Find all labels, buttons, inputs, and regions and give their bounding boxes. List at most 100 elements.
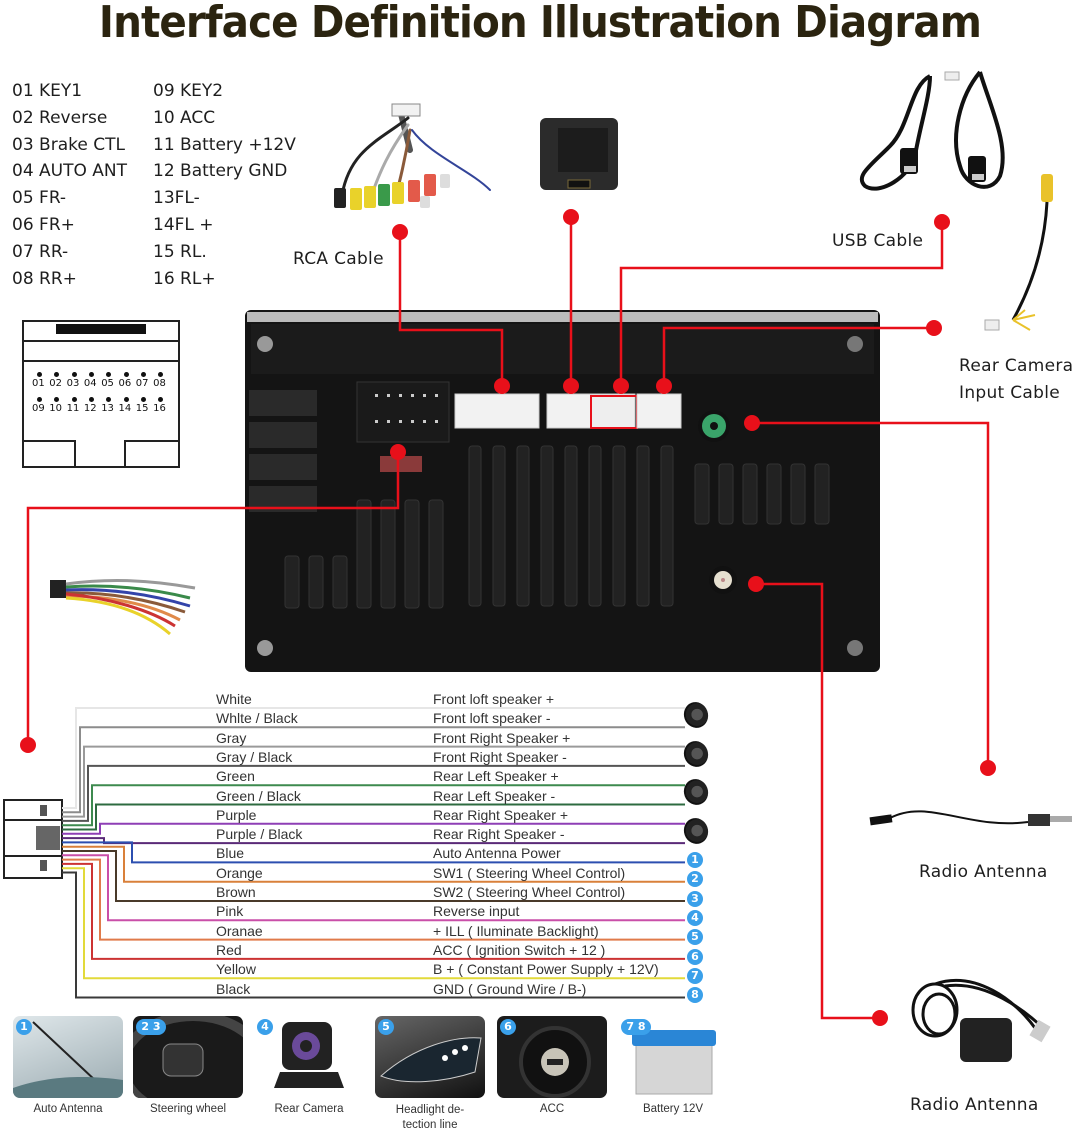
wire-color-name: Purple bbox=[216, 806, 257, 823]
wire-function: Front Right Speaker + bbox=[433, 729, 571, 746]
pin-number: 01 bbox=[32, 378, 45, 389]
pin-list-right: 09 KEY2 10 ACC 11 Battery +12V 12 Batter… bbox=[153, 78, 296, 292]
pin-def: 05 FR- bbox=[12, 188, 67, 209]
wire-function: Rear Left Speaker - bbox=[433, 787, 556, 804]
wire-color-name: Green / Black bbox=[216, 787, 301, 804]
wire-line bbox=[62, 854, 685, 922]
pin-dot bbox=[37, 372, 42, 377]
wire-line bbox=[62, 862, 685, 960]
wire-number-badge: 3 bbox=[687, 890, 703, 907]
wire-number-badge: 2 bbox=[687, 871, 703, 888]
usb-cable-label: USB Cable bbox=[832, 231, 924, 251]
callout-dot bbox=[390, 444, 406, 460]
callout-dot bbox=[748, 576, 764, 592]
pin-number: 11 bbox=[66, 403, 80, 414]
accessory-badge: 4 bbox=[257, 1019, 273, 1035]
pin-number: 16 bbox=[153, 403, 166, 414]
pin-number: 06 bbox=[118, 378, 132, 389]
callout-dot bbox=[613, 378, 629, 394]
pin-dot bbox=[54, 372, 60, 377]
wiring-harness-diagram bbox=[3, 707, 685, 999]
pin-def: 06 FR+ bbox=[12, 214, 75, 235]
wire-color-name: Red bbox=[216, 941, 242, 958]
pin-number: 07 bbox=[135, 378, 149, 389]
rca-cable-label: RCA Cable bbox=[293, 249, 384, 269]
wire-color-name: Green bbox=[216, 768, 255, 785]
pin-dot bbox=[140, 397, 146, 402]
callout-dot bbox=[392, 224, 408, 240]
wire-line bbox=[62, 745, 685, 818]
accessory-caption: ACC bbox=[539, 1103, 565, 1115]
pin-def: 08 RR+ bbox=[12, 268, 77, 289]
wire-number-badge: 4 bbox=[687, 909, 703, 926]
wire-row: Green Rear Left Speaker + bbox=[216, 767, 686, 786]
headlight-thumbnail: 5 bbox=[375, 1016, 485, 1098]
wire-color-name: Black bbox=[216, 980, 251, 997]
accessory-badge: 7 8 bbox=[621, 1019, 651, 1035]
wire-color-name: Purple / Black bbox=[216, 826, 303, 843]
pin-dot bbox=[106, 397, 112, 402]
head-unit-back-panel bbox=[245, 310, 880, 672]
wire-line bbox=[62, 837, 685, 845]
wire-function: Rear Right Speaker + bbox=[433, 806, 569, 823]
pin-def: 03 Brake CTL bbox=[12, 134, 125, 155]
pin-number: 04 bbox=[83, 378, 97, 389]
wire-line bbox=[62, 784, 685, 827]
pin-dot bbox=[71, 372, 77, 377]
wire-line bbox=[62, 850, 685, 902]
pin-def: 13FL- bbox=[153, 188, 200, 209]
wire-function: + ILL ( Iluminate Backlight) bbox=[433, 922, 599, 939]
pin-dot bbox=[140, 372, 146, 377]
wire-color-name: Gray / Black bbox=[216, 748, 293, 765]
wire-line bbox=[62, 841, 685, 864]
callout-dot bbox=[872, 1010, 888, 1026]
wire-function: Auto Antenna Power bbox=[433, 845, 561, 862]
pin-def: 01 KEY1 bbox=[12, 81, 83, 101]
pin-dot bbox=[158, 397, 164, 402]
callout-dot bbox=[744, 415, 760, 431]
radio-antenna-label-1: Radio Antenna bbox=[919, 862, 1048, 882]
rear-camera-cable-image bbox=[984, 174, 1053, 331]
wire-line bbox=[62, 803, 685, 831]
callout-dot bbox=[934, 214, 950, 230]
wire-number-badge: 5 bbox=[687, 929, 703, 946]
wire-function: Rear Left Speaker + bbox=[433, 768, 559, 785]
pin-def: 04 AUTO ANT bbox=[12, 161, 128, 182]
accessory-caption: Steering wheel bbox=[149, 1103, 227, 1115]
pin-def: 02 Reverse bbox=[12, 107, 108, 128]
pin-dot bbox=[88, 397, 94, 402]
pin-list-left: 01 KEY1 02 Reverse 03 Brake CTL 04 AUTO … bbox=[12, 78, 127, 292]
accessory-caption: Battery 12V bbox=[642, 1103, 704, 1115]
pin-dot bbox=[123, 397, 129, 402]
wire-color-name: Gray bbox=[216, 729, 247, 746]
pin-dot bbox=[88, 372, 94, 377]
callout-dot bbox=[926, 320, 942, 336]
pin-def: 07 RR- bbox=[12, 241, 69, 262]
pin-def: 16 RL+ bbox=[153, 268, 216, 289]
callout-dot bbox=[563, 378, 579, 394]
pin-number: 14 bbox=[118, 403, 132, 414]
accessory-badge: 2 3 bbox=[136, 1019, 166, 1035]
wire-function: SW1 ( Steering Wheel Control) bbox=[433, 864, 626, 881]
auto-antenna-thumbnail: 1 bbox=[13, 1016, 123, 1098]
pin-number: 09 bbox=[32, 403, 45, 414]
wire-function: Rear Right Speaker - bbox=[433, 826, 565, 843]
pin-number: 10 bbox=[49, 403, 63, 414]
wire-line bbox=[62, 871, 685, 999]
pin-number: 15 bbox=[135, 403, 149, 414]
wire-function: GND ( Ground Wire / B-) bbox=[433, 980, 587, 997]
callout-dot bbox=[656, 378, 672, 394]
wire-function: ACC ( Ignition Switch + 12 ) bbox=[433, 941, 606, 958]
wire-color-name: Oranae bbox=[216, 922, 263, 939]
wire-row: Green / Black Rear Left Speaker - bbox=[216, 787, 686, 806]
wire-harness-image bbox=[50, 579, 196, 636]
accessory-caption: Headlight de- tection line bbox=[395, 1104, 465, 1131]
wire-color-name: White bbox=[216, 691, 252, 707]
pin-def: 12 Battery GND bbox=[153, 161, 288, 182]
connector-label-bar bbox=[56, 324, 146, 334]
